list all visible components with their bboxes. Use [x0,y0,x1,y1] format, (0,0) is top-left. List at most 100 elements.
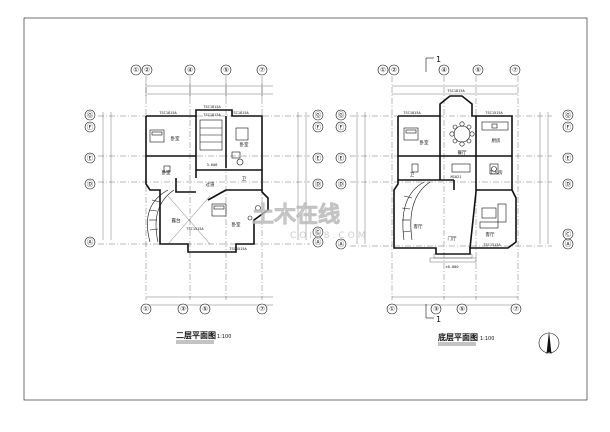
window-tag-l1: TSC1815A [203,105,221,109]
ground-floor-plan: 客厅 餐厅 厨房 卧室 卫 门厅 工人房 客厅 TSC1815A TSC1815… [335,55,574,346]
room-label-r7: 工人房 [489,169,503,176]
axis-bubbles-right-left: Ⓖ Ⓕ Ⓔ Ⓓ Ⓐ [335,109,347,250]
elevation-mark-right: ±0.000 [446,265,459,269]
axis-label: ⑦ [259,305,265,313]
axis-bubble [312,121,324,133]
room-label-r2: 餐厅 [458,149,467,156]
axis-label: Ⓖ [87,111,94,119]
axis-bubble [335,238,347,250]
axis-bubble [256,303,268,315]
axis-grid-left [98,76,310,300]
walls-left [145,109,269,253]
axis-label: Ⓖ [315,111,322,119]
axis-label: Ⓓ [87,180,94,188]
window-tag-l5: TSC1515A [186,227,204,231]
axis-label: Ⓔ [565,154,572,162]
axis-bubble [438,64,450,76]
axis-bubble [377,64,389,76]
axis-bubble [562,178,574,190]
axis-label: ③ [180,305,186,313]
axis-label: Ⓒ [315,228,322,236]
axis-bubble [177,303,189,315]
window-tag-r4: TSC1515A [483,243,501,247]
section-label-bottom: 1 [436,315,441,324]
axis-bubble [312,152,324,164]
axis-bubble [335,152,347,164]
axis-label: Ⓓ [338,180,345,188]
axis-label: Ⓕ [87,123,94,131]
axis-label: ② [144,66,150,74]
axis-label: Ⓐ [87,238,94,246]
axis-bubbles-right-bottom: ① ③ ⑤ ⑦ [386,303,522,315]
axis-bubble [312,178,324,190]
axis-bubble [456,303,468,315]
axis-label: ⑤ [202,305,208,313]
stair-left [147,119,223,243]
terrace-hatch-left [167,195,211,245]
axis-label: Ⓒ [565,230,572,238]
axis-label: ③ [433,305,439,313]
room-label-l2: 卧室 [240,141,249,148]
axis-bubble [386,303,398,315]
watermark-main: 土木在线 [252,202,340,228]
axis-bubble [84,121,96,133]
watermark: 土木在线 COI88.COM [252,202,368,241]
axis-bubble [562,238,574,250]
plan-title-right: 底层平面图 [437,332,478,342]
axis-bubble [509,64,521,76]
axis-label: Ⓕ [565,123,572,131]
axis-label: Ⓔ [315,154,322,162]
axis-label: ① [380,66,386,74]
window-tag-r1: TSC1815A [447,89,465,93]
axis-label: Ⓓ [565,180,572,188]
dimension-lines-right [356,85,549,306]
room-label-l5: 露台 [172,217,181,224]
axis-label: Ⓐ [315,238,322,246]
axis-label: ① [389,305,395,313]
axis-label: Ⓕ [315,123,322,131]
plan-scale-right: 1:100 [480,336,494,342]
axis-bubble [256,64,268,76]
room-label-l4: 卧室 [162,169,171,176]
axis-bubble [312,109,324,121]
axis-label: ② [391,66,397,74]
watermark-sub: COI88.COM [290,231,368,241]
section-label-top: 1 [436,55,441,64]
window-tag-l6: TSC1515A [229,247,247,251]
axis-label: ④ [441,66,447,74]
axis-bubble [430,303,442,315]
axis-bubble [141,64,153,76]
axis-label: ⑤ [459,305,465,313]
axis-bubble [84,152,96,164]
window-tag-r3: TSC1515A [485,111,503,115]
room-label-l1: 卧室 [171,135,180,142]
axis-label: ⑤ [475,66,481,74]
axis-bubbles-left-bottom: ① ③ ⑤ ⑦ [140,303,268,315]
axis-bubble [562,121,574,133]
axis-bubble [312,236,324,248]
axis-bubbles-left-side: Ⓖ Ⓕ Ⓔ Ⓓ Ⓐ [84,109,96,248]
plan-scale-left: 1:100 [217,334,231,340]
room-label-r3: 厨房 [492,137,501,144]
axis-label: Ⓔ [87,154,94,162]
axis-bubble [335,121,347,133]
axis-bubbles-left-top: ① ② ④ ⑤ ⑦ [130,64,268,76]
section-mark-bottom: 1 [425,304,441,324]
axis-label: ⑦ [259,66,265,74]
axis-bubble [388,64,400,76]
axis-label: ① [133,66,139,74]
axis-bubble [84,178,96,190]
axis-label: Ⓖ [565,111,572,119]
furniture-left [149,127,261,221]
axis-bubble [335,178,347,190]
room-label-l3: 卫 [242,176,247,182]
axis-bubble [84,236,96,248]
axis-bubble [140,303,152,315]
second-floor-plan: 卧室 卧室 卫 卧室 露台 过道 卧室 TSC1815A TSC1815A TS… [84,64,324,344]
window-tag-r2: TSC1815A [403,111,421,115]
room-label-l6: 过道 [206,181,215,188]
axis-bubbles-left-rightside: Ⓖ Ⓕ Ⓔ Ⓓ Ⓒ Ⓐ [312,109,324,248]
room-label-r1: 客厅 [414,223,423,230]
